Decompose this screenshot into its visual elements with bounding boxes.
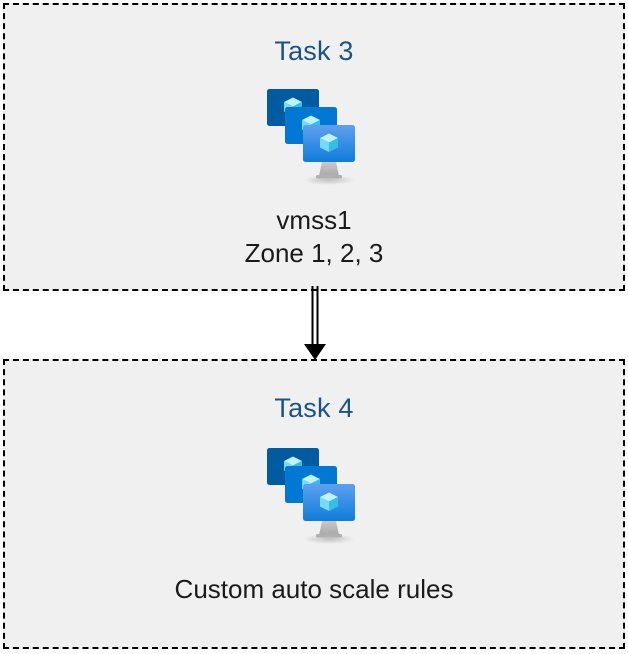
task3-caption-line-1: vmss1 <box>276 205 352 235</box>
task4-icon-wrap <box>259 442 369 546</box>
vm-scale-set-icon <box>267 89 355 185</box>
task-box-task3[interactable]: Task 3 <box>3 3 625 291</box>
task4-caption-block: Custom auto scale rules <box>175 573 454 606</box>
task-box-task4[interactable]: Task 4 <box>3 359 625 649</box>
task3-caption-block: vmss1 Zone 1, 2, 3 <box>245 204 384 270</box>
vm-scale-set-icon <box>267 448 355 544</box>
task3-heading: Task 3 <box>274 36 354 66</box>
task4-heading: Task 4 <box>274 393 354 423</box>
task3-icon-wrap <box>259 83 369 187</box>
task3-caption-line-2: Zone 1, 2, 3 <box>244 237 384 268</box>
task4-caption-line-1: Custom auto scale rules <box>174 574 454 604</box>
connector-arrow-task3-to-task4 <box>304 286 326 360</box>
